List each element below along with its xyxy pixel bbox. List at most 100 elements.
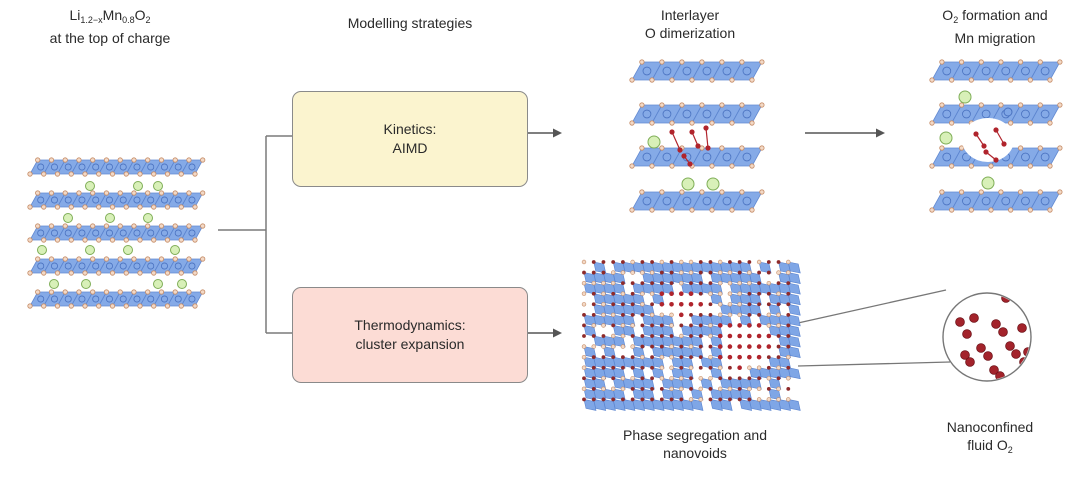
tm-layer [629, 189, 765, 213]
oxygen-atom [719, 145, 725, 151]
lithium-atom [105, 213, 115, 223]
mn-site [642, 109, 652, 119]
oxygen-atom [611, 365, 616, 370]
octahedron [671, 377, 684, 390]
o2-molecule-atom [960, 350, 970, 360]
oxygen-atom [718, 376, 723, 381]
mn-site [942, 66, 952, 76]
octahedron [603, 335, 616, 348]
octahedron [778, 399, 791, 411]
material-title: Li1.2−xMn0.8O2 at the top of charge [30, 6, 190, 47]
mn-site [662, 66, 672, 76]
oxygen-atom [679, 386, 684, 392]
mn-site [174, 229, 182, 237]
oxygen-atom [90, 190, 96, 196]
o2-molecule-atom [983, 351, 993, 361]
oxygen-atom [929, 163, 935, 169]
oxygen-atom [786, 302, 791, 307]
oxygen-atom [756, 333, 762, 339]
oxygen-atom [621, 355, 625, 360]
octahedron [661, 399, 675, 411]
oxygen-atom [958, 189, 965, 195]
oxygen-atom [1037, 59, 1043, 65]
oxygen-atom [679, 189, 685, 195]
oxygen-atom [117, 190, 123, 196]
oxygen-atom [949, 207, 955, 213]
oxygen-atom [708, 302, 713, 307]
octahedron [787, 282, 801, 295]
oxygen-atom [610, 270, 616, 275]
oxygen-atom [145, 157, 151, 163]
oxygen-atom [737, 376, 742, 381]
octahedron [622, 399, 636, 411]
mn-site [742, 152, 752, 162]
oxygen-atom [737, 333, 742, 339]
mn-site [1001, 196, 1011, 206]
oxygen-atom [737, 302, 742, 307]
material-formula: Li1.2−xMn0.8O2 [69, 7, 151, 25]
octahedron [710, 356, 723, 369]
oxygen-atom [678, 291, 684, 297]
oxygen-atom [1008, 120, 1014, 126]
oxygen-atom [123, 171, 129, 177]
oxygen-atom [679, 270, 684, 275]
mn-site [962, 109, 971, 119]
kinetics-box: Kinetics: AIMD [292, 91, 528, 187]
mn-site [722, 66, 732, 76]
lithium-atom [177, 279, 187, 289]
lithium-atom [981, 176, 995, 190]
oxygen-atom [620, 344, 626, 349]
oxygen-atom [35, 256, 41, 262]
oxygen-atom [728, 365, 732, 370]
oxygen-atom [621, 260, 625, 264]
oxygen-atom [679, 333, 684, 339]
oxygen-atom [698, 386, 703, 392]
oxygen-atom [669, 397, 674, 402]
o2-atom [1001, 141, 1007, 147]
oxygen-atom [48, 256, 55, 262]
oxygen-atom [717, 302, 723, 307]
oxygen-atom [699, 189, 705, 195]
oxygen-atom [659, 301, 665, 307]
oxygen-atom [41, 237, 47, 243]
oxygen-atom [629, 207, 635, 213]
oxygen-atom [639, 102, 645, 108]
lithium-atom [958, 90, 972, 104]
lithium-atom [681, 177, 695, 191]
oxygen-atom [717, 365, 723, 370]
oxygen-atom [90, 223, 96, 229]
oxygen-atom [629, 120, 635, 126]
material-subtitle: at the top of charge [49, 30, 171, 46]
oxygen-atom [747, 291, 752, 296]
oxygen-atom [145, 289, 151, 295]
oxygen-atom [54, 270, 61, 276]
oxygen-atom [90, 157, 96, 163]
octahedron [748, 293, 762, 306]
octahedron [632, 282, 646, 295]
octahedron [680, 367, 694, 380]
oxygen-atom [62, 190, 68, 196]
oxygen-atom [1057, 59, 1063, 65]
oxygen-atom [1017, 145, 1024, 151]
oxygen-atom [689, 376, 693, 381]
oxygen-atom [669, 270, 674, 275]
oxygen-atom [689, 386, 693, 391]
o2-atom [983, 149, 989, 155]
oxygen-atom [759, 102, 765, 108]
octahedron [593, 399, 607, 411]
oxygen-atom [759, 145, 765, 151]
mn-site [78, 163, 86, 171]
oxygen-atom [728, 376, 732, 381]
octahedron [632, 335, 646, 348]
oxygen-atom [591, 334, 596, 338]
oxygen-atom [698, 365, 703, 370]
mn-site [147, 229, 155, 237]
zoom-line-top [797, 289, 947, 324]
oxygen-atom [739, 189, 745, 195]
lithium-atom [170, 245, 180, 255]
oxygen-atom [591, 323, 596, 328]
oxygen-atom [103, 289, 110, 295]
oxygen-atom [629, 163, 635, 169]
mn-site [92, 262, 100, 270]
oxygen-atom [123, 204, 129, 210]
